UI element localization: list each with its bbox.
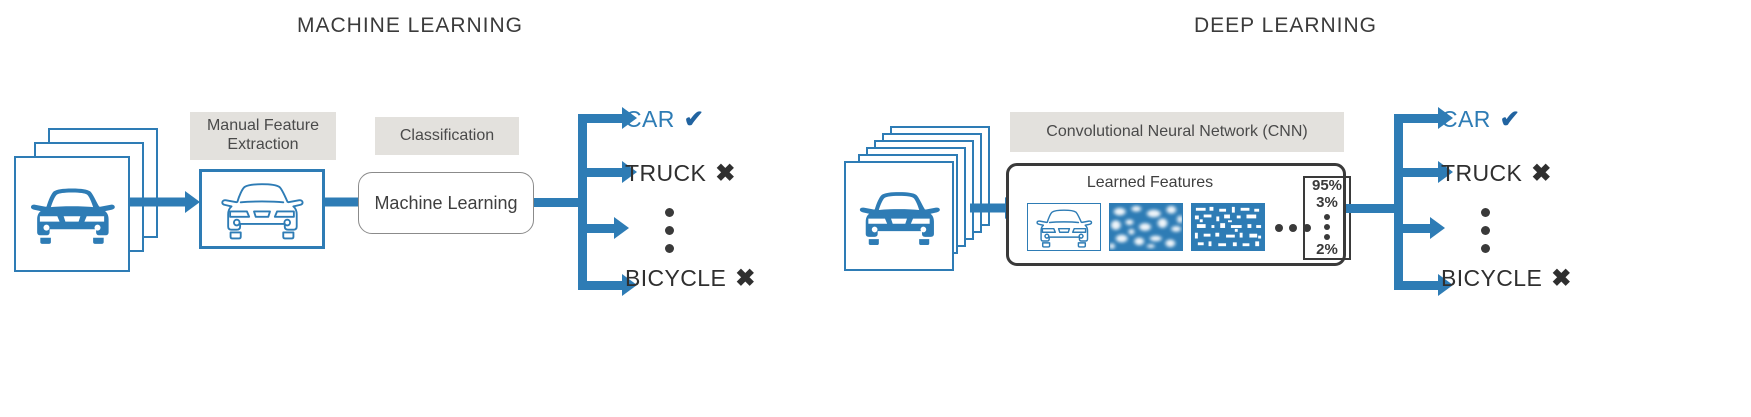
arrow-shaft <box>325 197 365 207</box>
car-icon-outline <box>221 183 304 240</box>
ml-output-bicycle: BICYCLE ✖ <box>625 265 756 292</box>
feature-map-car-outline <box>1027 203 1101 251</box>
probability-top: 95% <box>1311 177 1343 194</box>
ml-classification-caption: Classification <box>375 117 519 155</box>
fan-branch-bicycle-arrowhead <box>1438 274 1453 296</box>
ml-classifier-label: Machine Learning <box>374 192 518 213</box>
block-texture <box>1192 204 1264 250</box>
dot <box>1324 223 1330 230</box>
dot <box>665 208 674 217</box>
dot <box>1275 224 1283 232</box>
dl-learned-features-title: Learned Features <box>1086 174 1214 191</box>
fan-branch-bicycle <box>1394 281 1442 290</box>
dl-output-bicycle-label: BICYCLE <box>1441 265 1543 291</box>
dl-cnn-box: Learned Features <box>1006 163 1351 266</box>
caption-text: Convolutional Neural Network (CNN) <box>1046 122 1308 140</box>
fan-branch-ellipsis-arrowhead <box>614 217 629 239</box>
blob-texture <box>1110 204 1182 250</box>
dl-output-truck: TRUCK ✖ <box>1441 160 1552 187</box>
dot <box>1481 208 1490 217</box>
dl-input-image-stack <box>840 126 1000 276</box>
feature-map-blocks <box>1191 203 1265 251</box>
machine-learning-panel: MACHINE LEARNING <box>0 0 820 417</box>
ml-arrow-input-to-features <box>130 191 200 213</box>
deep-learning-title: DEEP LEARNING <box>1194 14 1377 37</box>
deep-learning-panel: DEEP LEARNING <box>820 0 1751 417</box>
fan-branch-car <box>578 114 626 123</box>
dot <box>665 244 674 253</box>
ml-feature-extraction-caption: Manual Feature Extraction <box>190 112 336 160</box>
fan-spine <box>578 114 587 290</box>
dl-output-bicycle: BICYCLE ✖ <box>1441 265 1572 292</box>
caption-text: Classification <box>399 126 495 144</box>
fan-stem <box>1346 204 1402 213</box>
feature-maps-ellipsis-icon <box>1275 224 1311 232</box>
car-icon-filled <box>859 191 940 245</box>
cross-icon: ✖ <box>715 159 736 187</box>
dot <box>1289 224 1297 232</box>
ml-output-truck-label: TRUCK <box>625 160 707 186</box>
fan-branch-car-arrowhead <box>1438 107 1453 129</box>
fan-branch-truck <box>1394 168 1442 177</box>
dl-output-truck-label: TRUCK <box>1441 160 1523 186</box>
car-icon-outline <box>1036 209 1093 248</box>
fan-branch-bicycle-arrowhead <box>622 274 637 296</box>
caption-line-2: Extraction <box>227 136 299 153</box>
dot <box>1324 233 1330 240</box>
dl-probability-vector: 95% 3% 2% <box>1303 176 1351 260</box>
fan-branch-ellipsis-arrowhead <box>1430 217 1445 239</box>
ml-output-bicycle-label: BICYCLE <box>625 265 727 291</box>
arrow-shaft <box>970 203 1008 213</box>
cross-icon: ✖ <box>1551 264 1572 292</box>
car-icon-filled <box>30 188 115 244</box>
fan-branch-car <box>1394 114 1442 123</box>
machine-learning-title: MACHINE LEARNING <box>296 14 524 37</box>
dl-cnn-caption: Convolutional Neural Network (CNN) <box>1010 112 1344 152</box>
ml-output-fan <box>534 100 664 300</box>
fan-branch-truck-arrowhead <box>622 161 637 183</box>
dot <box>1324 213 1330 220</box>
arrow-head <box>185 191 200 213</box>
cross-icon: ✖ <box>1531 159 1552 187</box>
probability-second: 3% <box>1316 194 1338 212</box>
stack-sheet-front <box>14 156 130 272</box>
feature-map-blobs <box>1109 203 1183 251</box>
dot <box>1481 226 1490 235</box>
check-icon: ✔ <box>683 105 705 133</box>
fan-branch-truck <box>578 168 626 177</box>
fan-branch-ellipsis <box>1394 224 1434 233</box>
fan-branch-car-arrowhead <box>622 107 637 129</box>
ml-feature-extraction-box <box>199 169 325 249</box>
fan-spine <box>1394 114 1403 290</box>
fan-branch-ellipsis <box>578 224 618 233</box>
dot <box>665 226 674 235</box>
ml-classifier-box: Machine Learning <box>358 172 534 234</box>
ml-output-car: CAR ✔ <box>625 106 704 133</box>
ml-output-truck: TRUCK ✖ <box>625 160 736 187</box>
stack-sheet-front <box>844 161 954 271</box>
fan-branch-truck-arrowhead <box>1438 161 1453 183</box>
dot <box>1303 224 1311 232</box>
ml-input-image-stack <box>12 128 162 276</box>
fan-stem <box>534 198 586 207</box>
dot <box>1481 244 1490 253</box>
probability-vertical-ellipsis-icon <box>1324 213 1330 240</box>
fan-branch-bicycle <box>578 281 626 290</box>
dl-output-vertical-ellipsis-icon <box>1481 208 1490 253</box>
arrow-shaft <box>130 197 188 207</box>
ml-output-vertical-ellipsis-icon <box>665 208 674 253</box>
ml-output-car-label: CAR <box>625 106 675 132</box>
probability-bottom: 2% <box>1316 241 1338 259</box>
dl-output-car-label: CAR <box>1441 106 1491 132</box>
cross-icon: ✖ <box>735 264 756 292</box>
dl-output-car: CAR ✔ <box>1441 106 1520 133</box>
dl-output-fan <box>1346 100 1476 300</box>
check-icon: ✔ <box>1499 105 1521 133</box>
caption-line-1: Manual Feature <box>206 117 320 135</box>
